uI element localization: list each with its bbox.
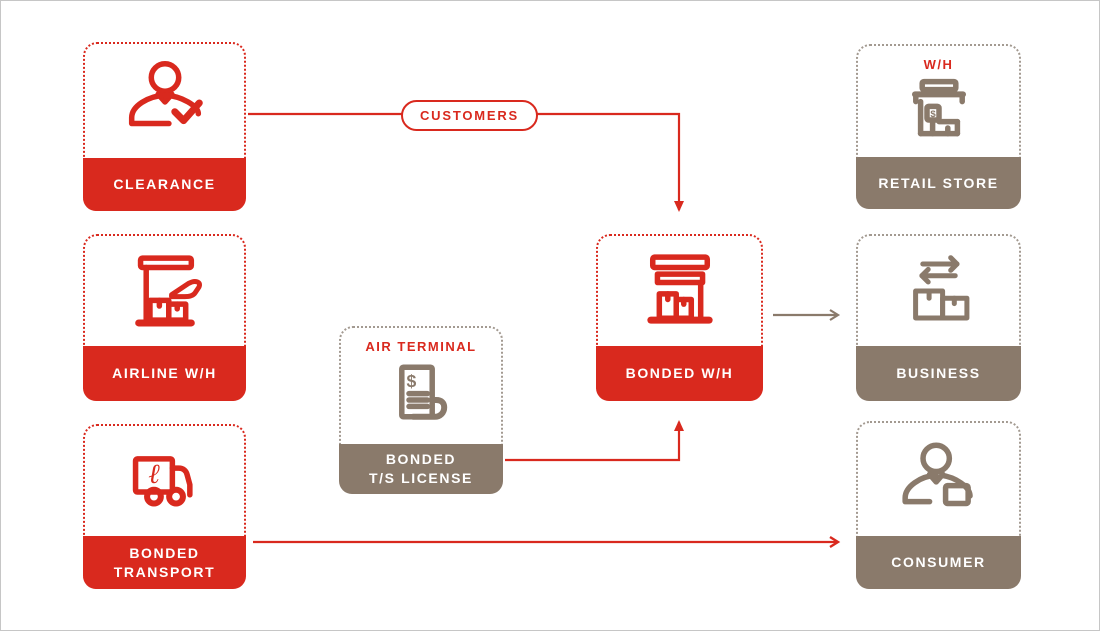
edge-license-to-bondedwh bbox=[505, 420, 684, 462]
customers-pill: CUSTOMERS bbox=[401, 100, 538, 131]
retail-store-icon-area: $ bbox=[858, 66, 1019, 157]
node-consumer: CONSUMER bbox=[856, 421, 1021, 589]
bonded-wh-icon-area bbox=[598, 236, 761, 346]
warehouse-icon bbox=[631, 244, 729, 338]
license-icon-area: $ bbox=[341, 348, 501, 444]
license-label: BONDED T/S LICENSE bbox=[369, 451, 473, 486]
svg-text:$: $ bbox=[407, 371, 417, 391]
retail-store-label-bar: RETAIL STORE bbox=[856, 157, 1021, 209]
node-bonded-wh: BONDED W/H bbox=[596, 234, 763, 401]
business-boxes-icon bbox=[892, 246, 986, 336]
node-bonded-ts-license: AIR TERMINAL $ BONDED T/S LICENSE bbox=[339, 326, 503, 494]
wh-header: W/H bbox=[923, 57, 954, 72]
bonded-wh-label: BONDED W/H bbox=[625, 365, 734, 381]
node-bonded-transport: ℓ BONDED TRANSPORT bbox=[83, 424, 246, 589]
business-label-bar: BUSINESS bbox=[856, 346, 1021, 401]
node-business: BUSINESS bbox=[856, 234, 1021, 401]
consumer-person-icon bbox=[890, 433, 988, 527]
license-document-icon: $ bbox=[380, 356, 462, 436]
person-check-icon bbox=[115, 52, 215, 150]
consumer-label-bar: CONSUMER bbox=[856, 536, 1021, 589]
svg-text:$: $ bbox=[930, 108, 936, 119]
business-label: BUSINESS bbox=[896, 365, 981, 381]
clearance-icon-area bbox=[85, 44, 244, 158]
clearance-label-bar: CLEARANCE bbox=[83, 158, 246, 211]
svg-text:ℓ: ℓ bbox=[148, 457, 160, 490]
air-terminal-header: AIR TERMINAL bbox=[365, 339, 477, 354]
clearance-label: CLEARANCE bbox=[113, 176, 216, 192]
node-clearance: CLEARANCE bbox=[83, 42, 246, 211]
bonded-truck-icon: ℓ bbox=[117, 435, 213, 527]
bonded-transport-label-bar: BONDED TRANSPORT bbox=[83, 536, 246, 589]
retail-store-label: RETAIL STORE bbox=[878, 174, 999, 191]
license-label-bar: BONDED T/S LICENSE bbox=[339, 444, 503, 494]
airline-wh-label: AIRLINE W/H bbox=[112, 365, 217, 381]
edge-clearance-to-bondedwh bbox=[248, 112, 684, 212]
retail-store-icon: $ bbox=[897, 72, 981, 152]
business-icon-area bbox=[858, 236, 1019, 346]
consumer-label: CONSUMER bbox=[891, 554, 986, 570]
node-retail-store: W/H $ RETAIL STORE bbox=[856, 44, 1021, 209]
node-airline-wh: AIRLINE W/H bbox=[83, 234, 246, 401]
customers-pill-label: CUSTOMERS bbox=[419, 108, 520, 123]
bonded-transport-icon-area: ℓ bbox=[85, 426, 244, 536]
consumer-icon-area bbox=[858, 423, 1019, 536]
airline-wh-icon-area bbox=[85, 236, 244, 346]
bonded-wh-label-bar: BONDED W/H bbox=[596, 346, 763, 401]
bonded-transport-label: BONDED TRANSPORT bbox=[113, 544, 216, 580]
airline-warehouse-icon bbox=[117, 244, 213, 338]
airline-wh-label-bar: AIRLINE W/H bbox=[83, 346, 246, 401]
